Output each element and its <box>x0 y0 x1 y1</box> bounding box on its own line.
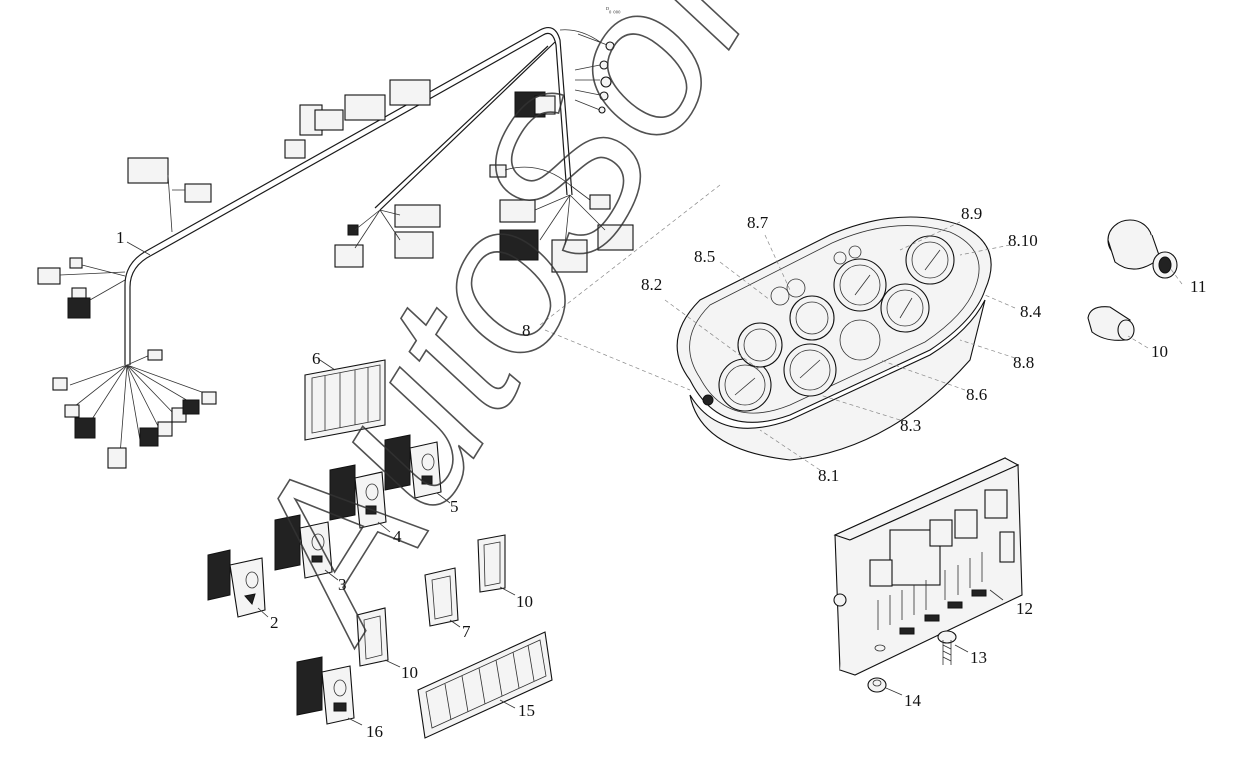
label-12: 12 <box>1016 599 1033 618</box>
label-8-8: 8.8 <box>1013 353 1034 372</box>
label-8-3: 8.3 <box>900 416 921 435</box>
part-12-relay-box <box>833 457 1023 676</box>
part-7-frame <box>424 567 459 627</box>
label-1: 1 <box>116 228 125 247</box>
part-10-blank-upper <box>477 534 506 593</box>
switch-4 <box>329 464 387 529</box>
label-15: 15 <box>518 701 535 720</box>
label-8-10: 8.10 <box>1008 231 1038 250</box>
label-8: 8 <box>522 321 531 340</box>
label-8-1: 8.1 <box>818 466 839 485</box>
image-ref: ᴰ₀ ₀₀₀ <box>606 6 621 14</box>
switch-16 <box>296 656 355 725</box>
part-6-vent-grille <box>304 359 386 441</box>
label-8-2: 8.2 <box>641 275 662 294</box>
switch-5 <box>384 434 442 499</box>
label-5: 5 <box>450 497 459 516</box>
leader-lines <box>126 184 1183 726</box>
switch-2 <box>207 549 266 618</box>
label-10-cap: 10 <box>1151 342 1168 361</box>
part-14-nut <box>867 677 887 693</box>
label-4: 4 <box>393 527 402 546</box>
part-15-vent <box>417 631 553 739</box>
label-8-4: 8.4 <box>1020 302 1042 321</box>
harness-fanout <box>52 349 217 469</box>
label-3: 3 <box>338 575 347 594</box>
wiring-harness <box>37 27 634 469</box>
label-11: 11 <box>1190 277 1206 296</box>
label-8-9: 8.9 <box>961 204 982 223</box>
label-8-7: 8.7 <box>747 213 769 232</box>
instrument-cluster <box>676 216 992 461</box>
label-14: 14 <box>904 691 922 710</box>
label-7: 7 <box>462 622 471 641</box>
label-10-lower: 10 <box>401 663 418 682</box>
part-10-blank-lower <box>356 607 389 667</box>
switch-3 <box>274 514 333 579</box>
label-8-5: 8.5 <box>694 247 715 266</box>
part-11-ignition-switch <box>1107 219 1178 279</box>
label-13: 13 <box>970 648 987 667</box>
label-10-upper: 10 <box>516 592 533 611</box>
label-8-6: 8.6 <box>966 385 987 404</box>
part-13-bolt <box>937 630 957 665</box>
part-10-cap <box>1087 306 1135 341</box>
label-2: 2 <box>270 613 279 632</box>
label-6: 6 <box>312 349 321 368</box>
part-labels: ᴰ₀ ₀₀₀ 1 2 3 4 5 6 7 8 8.1 8.2 8.3 8.4 8… <box>116 6 1206 741</box>
label-16: 16 <box>366 722 383 741</box>
